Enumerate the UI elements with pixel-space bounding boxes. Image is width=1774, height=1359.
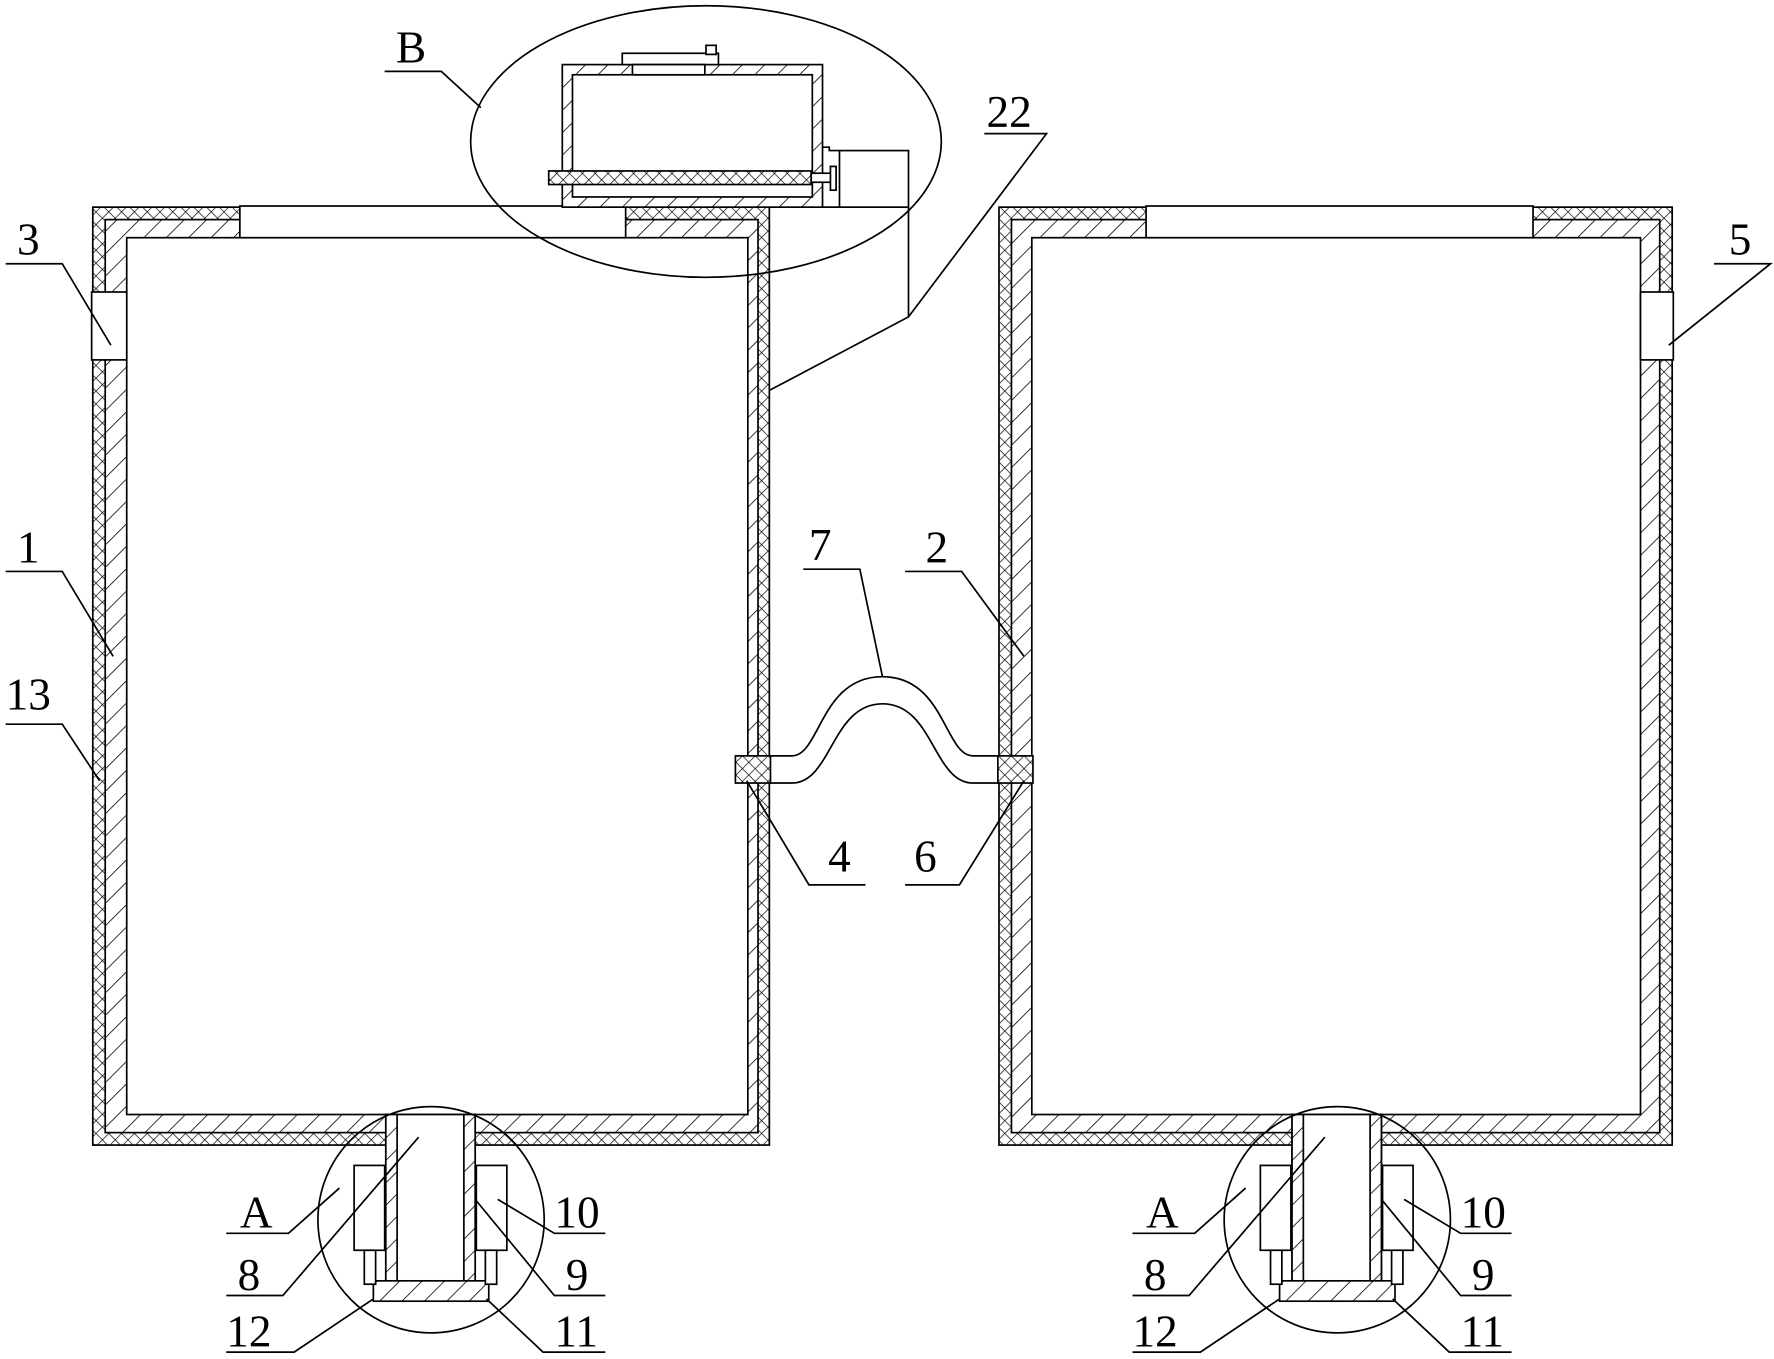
label-2: 2 xyxy=(925,522,948,572)
label-a: A xyxy=(1146,1188,1179,1238)
detail-circle-a xyxy=(317,1105,546,1334)
label-13: 13 xyxy=(6,669,51,719)
hose-7 xyxy=(769,675,1000,784)
block-10 xyxy=(353,1164,386,1252)
detail-circle-b xyxy=(469,4,943,279)
label-22: 22 xyxy=(987,87,1032,137)
label-b: B xyxy=(396,22,426,72)
block-10 xyxy=(475,1164,508,1252)
label-1: 1 xyxy=(17,522,40,572)
block-10 xyxy=(1381,1164,1414,1252)
outlet-left xyxy=(317,1105,546,1334)
tank-1 xyxy=(90,205,772,1146)
port-6 xyxy=(997,755,1034,784)
cap-11 xyxy=(1278,1279,1396,1303)
port-5 xyxy=(1639,291,1675,361)
screw-rod xyxy=(547,170,813,186)
label-7: 7 xyxy=(809,520,832,570)
block-10 xyxy=(1259,1164,1292,1252)
label-9: 9 xyxy=(566,1250,589,1300)
label-3: 3 xyxy=(17,215,40,265)
port-3 xyxy=(90,291,128,361)
label-12: 12 xyxy=(1133,1306,1178,1356)
feeder-box xyxy=(469,4,943,279)
label-11: 11 xyxy=(554,1306,598,1356)
label-a: A xyxy=(240,1188,273,1238)
label-8: 8 xyxy=(238,1250,261,1300)
panel-22 xyxy=(769,206,910,317)
label-6: 6 xyxy=(914,831,937,881)
top-opening xyxy=(239,205,627,239)
label-4: 4 xyxy=(828,831,851,881)
label-5: 5 xyxy=(1729,215,1752,265)
cap-11 xyxy=(372,1279,490,1303)
detail-circle-a xyxy=(1223,1105,1452,1334)
port-4 xyxy=(734,755,772,784)
label-9: 9 xyxy=(1472,1250,1495,1300)
motor xyxy=(838,149,910,208)
top-opening xyxy=(1145,205,1534,239)
label-8: 8 xyxy=(1144,1250,1167,1300)
tank-2 xyxy=(997,205,1675,1146)
label-10: 10 xyxy=(554,1188,599,1238)
label-12: 12 xyxy=(226,1306,271,1356)
leader-lines xyxy=(5,70,1774,1353)
label-11: 11 xyxy=(1461,1306,1505,1356)
label-10: 10 xyxy=(1461,1188,1506,1238)
